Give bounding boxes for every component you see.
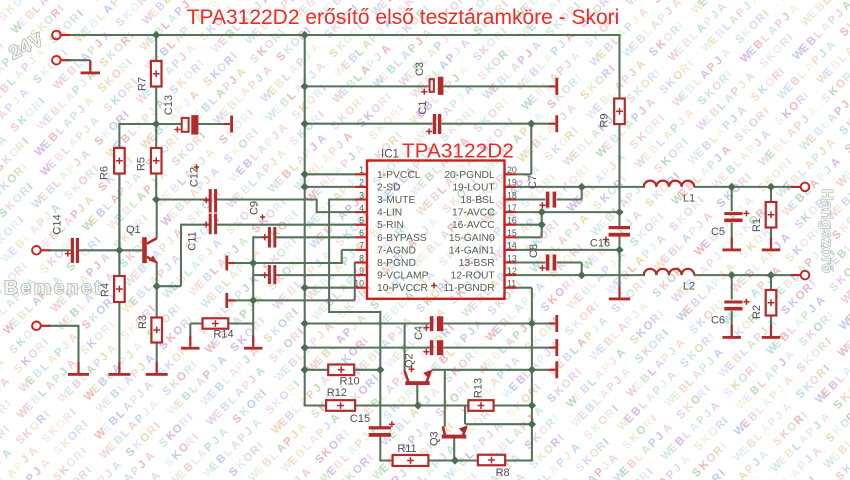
- svg-text:WEBLAPJASKORIWEBLAPJASKORIWEBL: WEBLAPJASKORIWEBLAPJASKORIWEBLAPJASKORIW…: [351, 182, 850, 480]
- svg-text:R6: R6: [99, 166, 111, 180]
- svg-text:16: 16: [507, 216, 517, 226]
- svg-text:RIWEBLAPJASKORIWEBLAPJASKORIWE: RIWEBLAPJASKORIWEBLAPJASKORIWEBLAPJASKOR…: [38, 0, 829, 480]
- svg-text:R12: R12: [327, 387, 347, 399]
- svg-text:C5: C5: [711, 226, 725, 238]
- svg-text:C9: C9: [249, 201, 261, 215]
- svg-text:R13: R13: [473, 378, 485, 398]
- svg-text:6-BYPASS: 6-BYPASS: [377, 233, 427, 244]
- svg-text:4-LIN: 4-LIN: [377, 208, 402, 219]
- svg-text:C3: C3: [414, 62, 426, 76]
- svg-text:C7: C7: [527, 175, 539, 189]
- svg-text:14: 14: [507, 241, 517, 251]
- svg-text:13-BSR: 13-BSR: [459, 258, 495, 269]
- svg-text:19-LOUT: 19-LOUT: [452, 182, 495, 193]
- svg-text:6: 6: [359, 228, 364, 238]
- svg-text:C11: C11: [187, 231, 199, 250]
- svg-text:7-AGND: 7-AGND: [377, 245, 416, 256]
- svg-text:20-PGNDL: 20-PGNDL: [444, 170, 495, 181]
- svg-text:SKORIWEBLAPJASKORIWEBLAPJASKOR: SKORIWEBLAPJASKORIWEBLAPJASKORIWEBLAPJAS…: [270, 106, 850, 480]
- svg-text:10: 10: [354, 279, 364, 289]
- svg-text:3-MUTE: 3-MUTE: [377, 195, 415, 206]
- svg-text:4: 4: [359, 203, 364, 213]
- svg-text:Q3: Q3: [429, 431, 441, 446]
- svg-text:11: 11: [507, 279, 516, 289]
- svg-text:APJASKORIWEBLAPJASKORIWEBLAPJA: APJASKORIWEBLAPJASKORIWEBLAPJASKORIWEBLA…: [0, 0, 273, 265]
- svg-text:5: 5: [359, 216, 364, 226]
- svg-text:17-AVCC: 17-AVCC: [452, 208, 495, 219]
- svg-text:2: 2: [359, 178, 364, 188]
- svg-text:SKORIWEBLAPJASKORIWEBLAPJASKOR: SKORIWEBLAPJASKORIWEBLAPJASKORIWEBLAPJAS…: [17, 0, 511, 480]
- svg-text:12: 12: [507, 266, 517, 276]
- svg-text:R3: R3: [137, 315, 149, 329]
- svg-text:3: 3: [359, 190, 364, 200]
- svg-text:R2: R2: [751, 305, 763, 319]
- svg-text:11-PGNDR: 11-PGNDR: [443, 283, 494, 294]
- svg-text:Bemenet: Bemenet: [4, 277, 103, 299]
- svg-text:9-VCLAMP: 9-VCLAMP: [377, 271, 429, 282]
- svg-text:18: 18: [507, 190, 517, 200]
- svg-text:12-ROUT: 12-ROUT: [451, 271, 496, 282]
- svg-text:PJASKORIWEBLAPJASKORIWEBLAPJAS: PJASKORIWEBLAPJASKORIWEBLAPJASKORIWEBLAP…: [99, 0, 850, 480]
- svg-text:C12: C12: [188, 167, 200, 187]
- svg-text:18-BSL: 18-BSL: [460, 195, 495, 206]
- svg-text:C14: C14: [52, 214, 64, 234]
- svg-text:ORIWEBLAPJASKORIWEBLAPJASKORIW: ORIWEBLAPJASKORIWEBLAPJASKORIWEBLAPJASKO…: [0, 0, 487, 325]
- svg-text:9: 9: [359, 266, 364, 276]
- svg-text:R9: R9: [599, 113, 611, 127]
- svg-text:16-AVCC: 16-AVCC: [452, 220, 495, 231]
- svg-text:1-PVCCL: 1-PVCCL: [377, 170, 421, 181]
- svg-text:10-PVCCR: 10-PVCCR: [377, 283, 428, 294]
- svg-text:19: 19: [507, 178, 517, 188]
- svg-text:SKORIWEBLAPJASKORIWEBLAPJASKOR: SKORIWEBLAPJASKORIWEBLAPJASKORIWEBLAPJAS…: [143, 0, 850, 480]
- svg-text:IC1: IC1: [381, 149, 399, 161]
- svg-text:20: 20: [507, 165, 517, 175]
- svg-text:C4: C4: [413, 326, 425, 340]
- svg-text:TPA3122D2 erősítő első tesztár: TPA3122D2 erősítő első tesztáramköre - S…: [187, 6, 620, 29]
- svg-text:C6: C6: [711, 315, 725, 327]
- svg-text:R11: R11: [397, 443, 416, 455]
- svg-text:R10: R10: [340, 376, 360, 388]
- svg-text:C16: C16: [590, 238, 610, 250]
- svg-text:13: 13: [507, 253, 517, 263]
- svg-text:2-SD: 2-SD: [377, 182, 400, 193]
- svg-text:R8: R8: [496, 467, 510, 479]
- svg-text:Q2: Q2: [404, 353, 416, 368]
- svg-text:5-RIN: 5-RIN: [377, 220, 404, 231]
- svg-text:C1: C1: [417, 100, 429, 114]
- svg-text:15-GAIN0: 15-GAIN0: [449, 233, 495, 244]
- svg-text:L1: L1: [683, 193, 695, 205]
- svg-text:8-PGND: 8-PGND: [377, 258, 416, 269]
- svg-text:R1: R1: [751, 218, 763, 232]
- svg-text:C15: C15: [350, 413, 370, 425]
- svg-text:R14: R14: [213, 329, 233, 341]
- svg-text:C13: C13: [163, 95, 175, 115]
- svg-text:7: 7: [359, 241, 364, 251]
- svg-text:Hangszóró: Hangszóró: [818, 189, 835, 273]
- svg-text:17: 17: [507, 203, 517, 213]
- svg-text:14-GAIN1: 14-GAIN1: [449, 245, 495, 256]
- svg-text:Q1: Q1: [126, 224, 141, 236]
- svg-text:L2: L2: [683, 281, 695, 293]
- svg-text:R5: R5: [135, 157, 147, 171]
- svg-text:R4: R4: [100, 283, 112, 297]
- svg-text:TPA3122D2: TPA3122D2: [402, 140, 514, 163]
- svg-text:1: 1: [359, 165, 364, 175]
- svg-text:C8: C8: [528, 244, 540, 258]
- svg-text:8: 8: [359, 253, 364, 263]
- svg-text:15: 15: [507, 228, 517, 238]
- svg-text:R7: R7: [137, 77, 149, 91]
